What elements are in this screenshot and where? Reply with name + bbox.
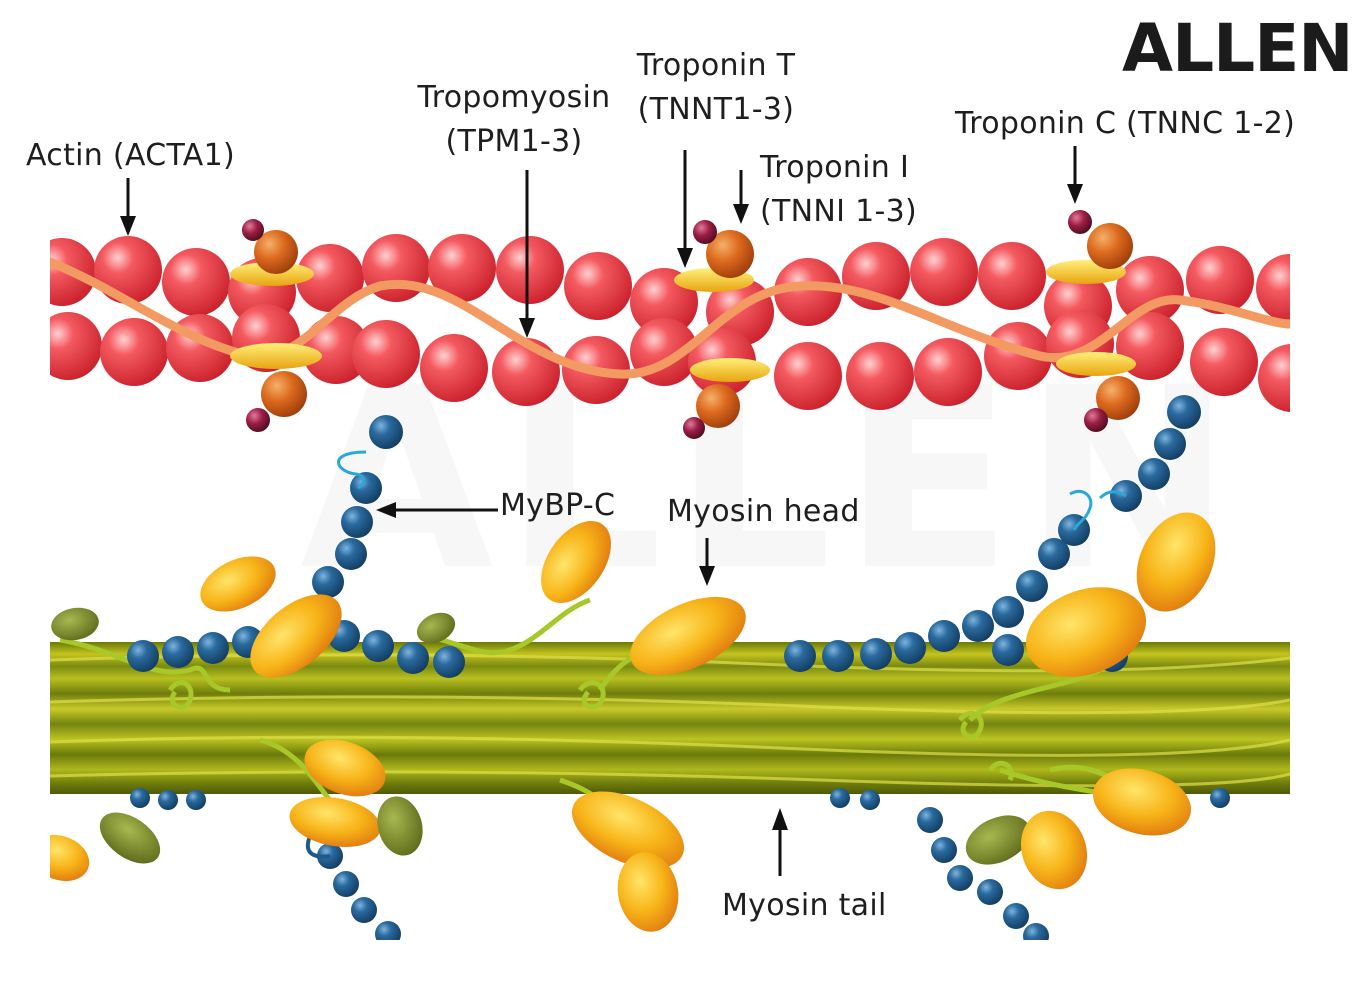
label-myosin-head: Myosin head — [667, 494, 860, 529]
mybp-c-lower-chains — [130, 788, 1230, 940]
label-actin: Actin (ACTA1) — [26, 138, 235, 173]
label-troponin-t-line1: Troponin T — [636, 48, 796, 83]
allen-logo: ALLEN — [1122, 10, 1354, 87]
myosin-heads-upper — [51, 512, 1216, 678]
label-troponin-i-line1: Troponin I — [760, 150, 910, 185]
label-troponin-c: Troponin C (TNNC 1-2) — [955, 106, 1296, 141]
label-tropomyosin-line2: (TPM1-3) — [445, 124, 583, 159]
label-troponin-t-line2: (TNNT1-3) — [637, 92, 795, 127]
label-myosin-tail: Myosin tail — [722, 888, 887, 923]
pointer-arrows — [120, 146, 1083, 876]
label-mybp-c: MyBP-C — [500, 488, 616, 523]
troponin-complexes — [230, 210, 1140, 439]
label-tropomyosin-line1: Tropomyosin — [417, 80, 611, 115]
myosin-heads-lower — [50, 739, 1192, 932]
label-troponin-i-line2: (TNNI 1-3) — [760, 194, 917, 229]
